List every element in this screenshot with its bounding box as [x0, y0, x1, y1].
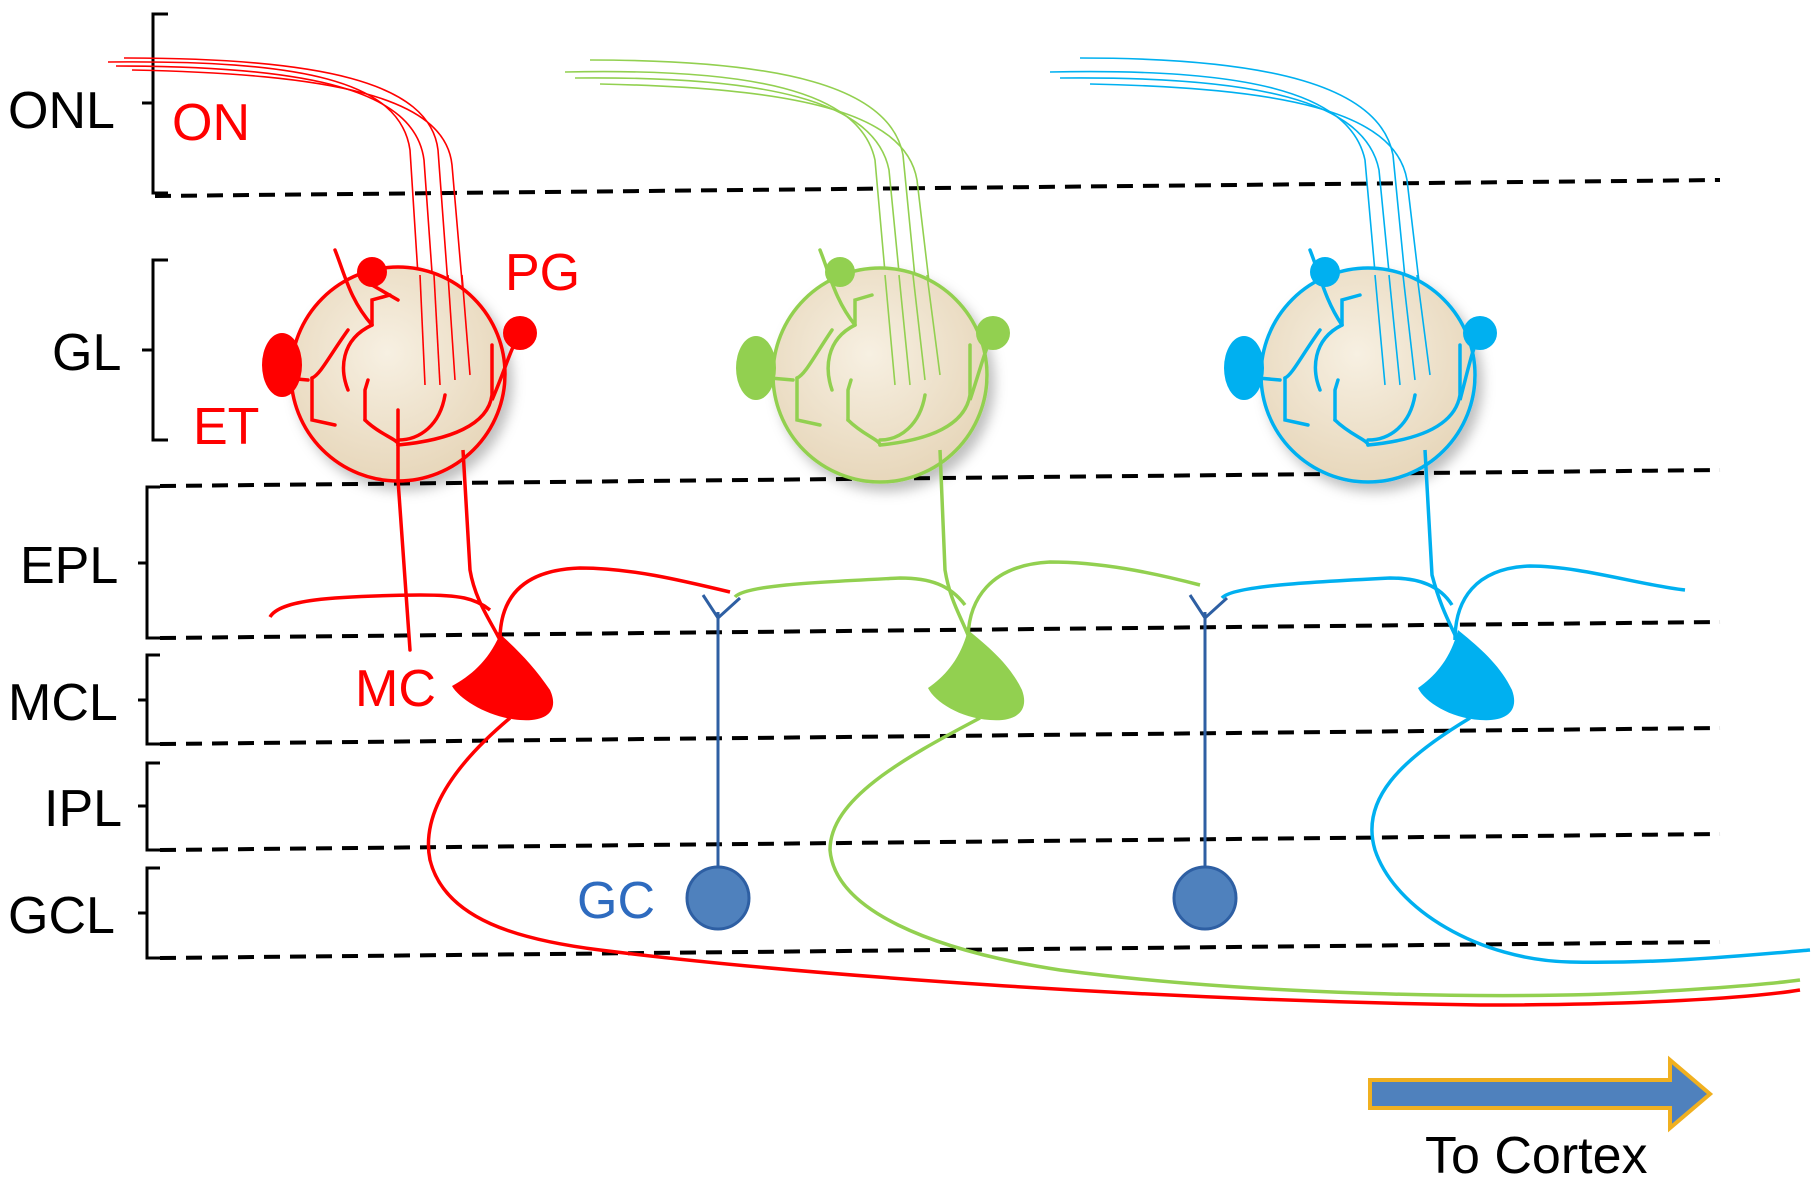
- bracket-mcl: [138, 653, 160, 746]
- blue-lateral-dendrite-right: [1453, 564, 1686, 641]
- boundary-epl-mcl: [159, 620, 1721, 640]
- label-mc: MC: [355, 660, 436, 718]
- green-lateral-dendrite-right: [966, 560, 1201, 641]
- layer-brackets: [138, 12, 168, 960]
- red-et-cell: [262, 333, 302, 397]
- green-glomerulus: [771, 266, 989, 484]
- green-mitral-cell-body: [928, 630, 1025, 721]
- red-mitral-cell-body: [452, 634, 554, 721]
- boundary-ipl-gcl: [159, 832, 1721, 852]
- layer-label-ipl: IPL: [44, 780, 122, 838]
- green-et-cell: [736, 336, 776, 400]
- green-unit: [564, 59, 1801, 998]
- green-mc-axon: [828, 716, 1801, 998]
- green-pg-cell-top: [825, 257, 855, 287]
- red-lateral-dendrite-right: [498, 566, 731, 641]
- red-lateral-dendrite-left: [268, 593, 492, 619]
- layer-label-gl: GL: [52, 324, 121, 382]
- red-dendrites: [283, 248, 494, 652]
- blue-mitral-cell-body: [1418, 630, 1515, 721]
- label-et: ET: [193, 398, 259, 456]
- bracket-gl: [142, 258, 168, 442]
- boundary-mcl-ipl: [159, 726, 1721, 746]
- boundary-gcl-bottom: [159, 940, 1721, 960]
- arrow-label: To Cortex: [1425, 1127, 1648, 1185]
- granule-cell-body-2: [1172, 865, 1238, 931]
- blue-pg-cell-top: [1310, 257, 1340, 287]
- blue-lateral-dendrite-left: [1220, 576, 1454, 606]
- layer-label-mcl: MCL: [8, 674, 118, 732]
- blue-glomerulus: [1259, 266, 1477, 484]
- layer-labels: ONL GL EPL MCL IPL GCL: [8, 82, 122, 945]
- red-unit: ON PG ET MC: [107, 57, 1801, 1007]
- arrow-shape: [1368, 1055, 1714, 1133]
- bracket-gcl: [138, 866, 160, 960]
- green-on-axons: [564, 59, 941, 386]
- boundary-onl-gl: [154, 178, 1721, 198]
- bracket-epl: [138, 485, 160, 640]
- granule-cell-body-1: [685, 865, 751, 931]
- layer-label-epl: EPL: [20, 537, 118, 595]
- blue-mc-axon: [1370, 716, 1811, 965]
- red-pg-cell-top: [357, 257, 387, 287]
- green-lateral-dendrite-left: [733, 576, 967, 607]
- granule-cell-2: [1172, 594, 1238, 931]
- blue-on-axons: [1049, 57, 1431, 386]
- label-on: ON: [172, 94, 250, 152]
- blue-unit: [1049, 57, 1811, 965]
- bracket-ipl: [138, 761, 160, 852]
- red-on-axons: [107, 57, 471, 386]
- granule-cell-1: [685, 594, 751, 931]
- label-pg: PG: [505, 244, 580, 302]
- red-mc-axon: [426, 716, 1801, 1007]
- layer-label-gcl: GCL: [8, 887, 115, 945]
- granule-cells: GC: [577, 594, 1238, 931]
- to-cortex-arrow: To Cortex: [1368, 1055, 1714, 1185]
- bracket-onl: [142, 12, 168, 195]
- layer-label-onl: ONL: [8, 82, 115, 140]
- blue-et-cell: [1224, 336, 1264, 400]
- label-gc: GC: [577, 872, 655, 930]
